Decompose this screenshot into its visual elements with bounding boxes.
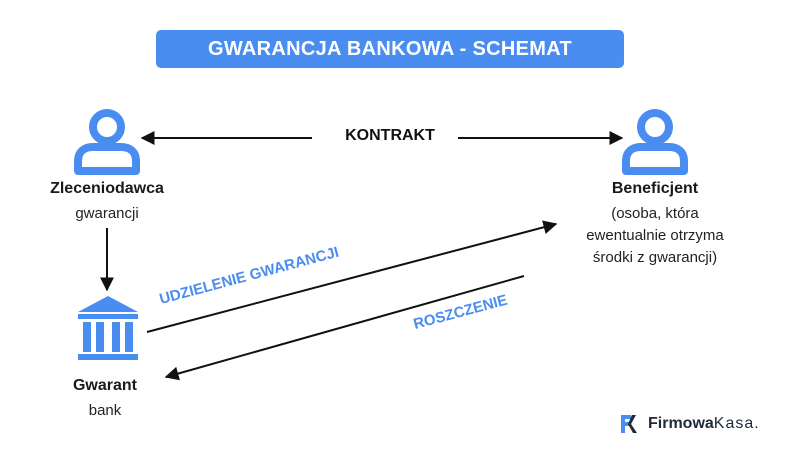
zleceniodawca-desc: gwarancji	[75, 205, 139, 222]
brand-suffix: .	[754, 415, 759, 432]
zleceniodawca-name: Zleceniodawca	[50, 180, 164, 197]
gwarant-name: Gwarant	[72, 377, 137, 394]
beneficjent-desc-1: (osoba, która	[611, 205, 699, 222]
gwarant-desc: bank	[88, 402, 122, 419]
brand-bold: Firmowa	[648, 415, 714, 432]
beneficjent-desc-2: ewentualnie otrzyma	[586, 227, 724, 244]
contract-label: KONTRAKT	[345, 127, 435, 144]
diagram-title: GWARANCJA BANKOWA - SCHEMAT	[156, 30, 624, 68]
bank-icon	[78, 296, 138, 360]
claim-arrow	[164, 275, 525, 381]
brand-logo: FirmowaKasa.	[620, 412, 759, 436]
person-icon	[622, 109, 688, 175]
beneficjent-desc-3: środki z gwarancji)	[592, 249, 718, 266]
brand-light: Kasa	[713, 415, 755, 432]
beneficjent-name: Beneficjent	[611, 180, 699, 197]
brand-mark-icon	[621, 415, 637, 433]
person-icon	[74, 109, 140, 175]
issue-arrow	[146, 220, 558, 333]
brand-name: FirmowaKasa.	[648, 415, 759, 433]
